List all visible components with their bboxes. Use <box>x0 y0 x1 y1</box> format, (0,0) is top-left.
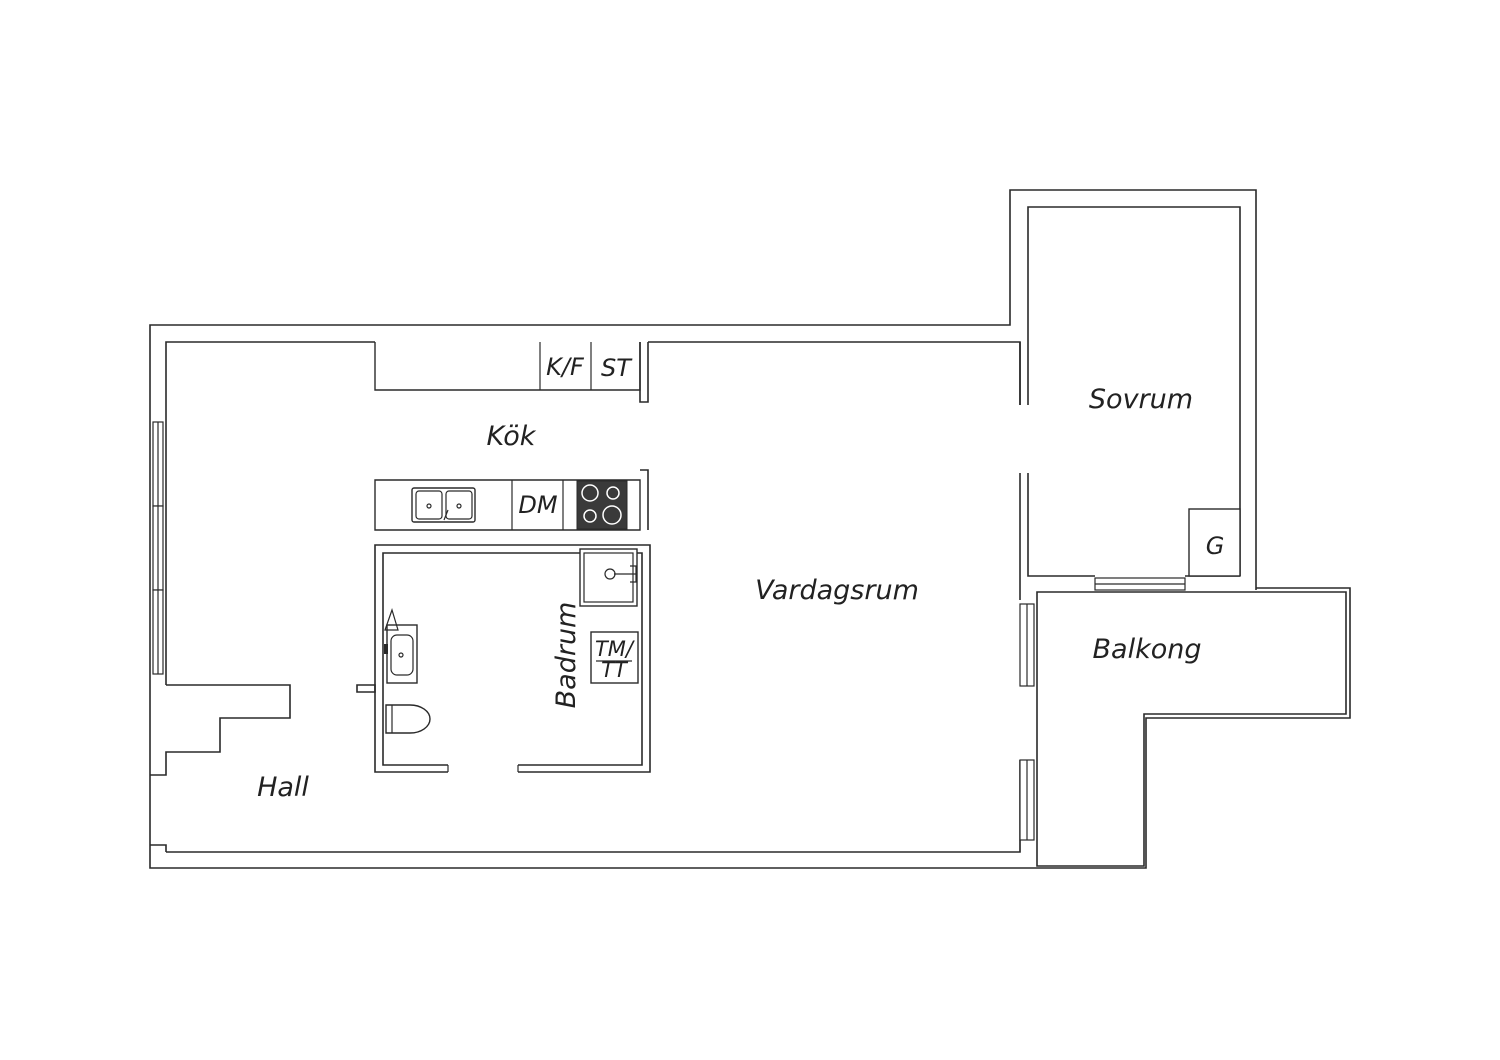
bathroom <box>356 544 651 773</box>
room-label-badrum: Badrum <box>551 602 582 709</box>
label-dm: DM <box>518 491 557 519</box>
kitchen-counter-bottom <box>374 469 649 531</box>
stove-icon <box>576 480 628 530</box>
room-label-sovrum: Sovrum <box>1089 384 1193 415</box>
label-kf: K/F <box>546 353 585 381</box>
label-st: ST <box>601 354 633 382</box>
toilet-icon <box>385 704 431 734</box>
washer-dryer-icon <box>590 631 639 684</box>
label-g: G <box>1206 532 1225 560</box>
wardrobe <box>1188 508 1241 577</box>
label-tt: TT <box>601 658 629 682</box>
room-label-hall: Hall <box>257 772 309 803</box>
room-label-vardagsrum: Vardagsrum <box>755 575 919 606</box>
sink-icon <box>411 487 476 523</box>
room-label-balkong: Balkong <box>1093 634 1202 665</box>
kitchen-counter-top <box>374 342 649 403</box>
left-windows <box>152 421 164 675</box>
washbasin-icon <box>384 608 418 684</box>
label-tm: TM/ <box>595 637 635 661</box>
room-label-kok: Kök <box>487 421 537 452</box>
exterior-walls <box>149 189 1257 869</box>
shower-icon <box>579 548 638 607</box>
balcony <box>1019 577 1351 869</box>
